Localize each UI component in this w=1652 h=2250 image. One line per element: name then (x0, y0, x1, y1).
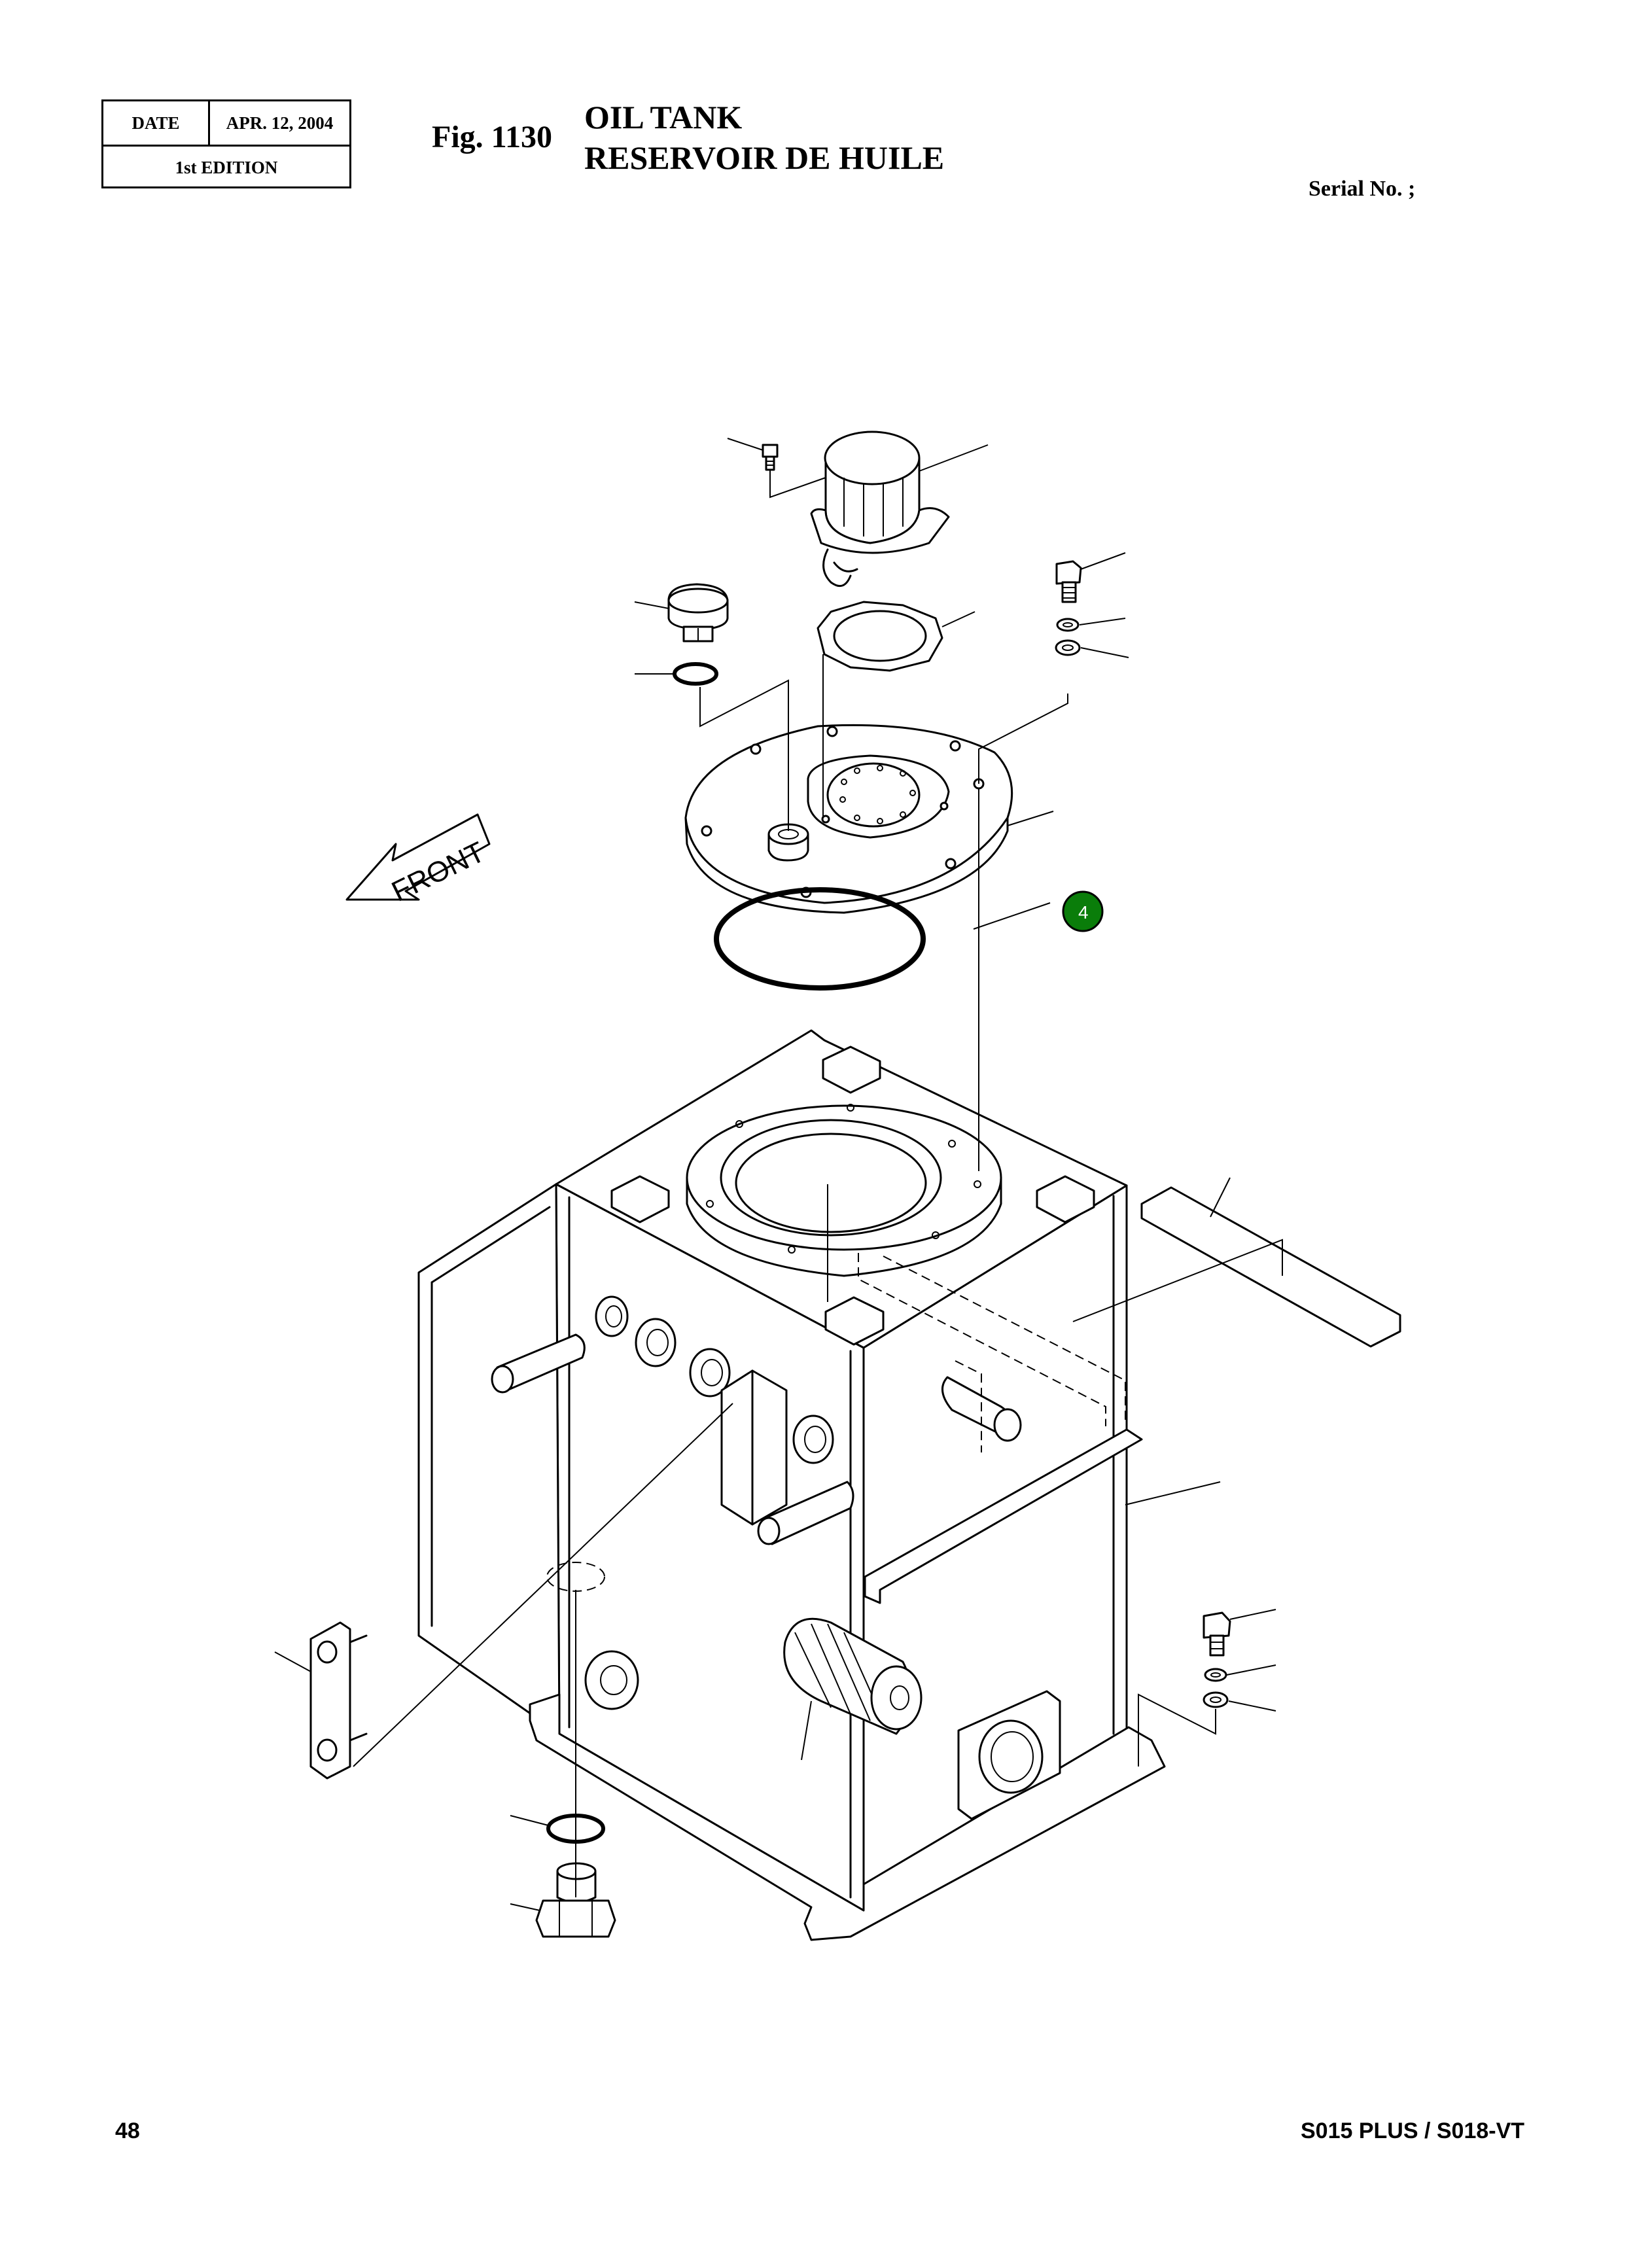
base-lock-washer (1204, 1668, 1227, 1682)
figure-number: Fig. 1130 (432, 120, 553, 154)
cap-screw (762, 444, 779, 471)
cap-gasket (817, 601, 943, 672)
filler-oring (673, 662, 718, 686)
breather-cap (810, 431, 950, 588)
baffle-strip (1140, 1186, 1401, 1348)
serial-number-label: Serial No. ; (1309, 177, 1416, 201)
port-bosses (584, 1295, 834, 1710)
gauge-bracket (720, 1369, 788, 1526)
page-number: 48 (115, 2118, 140, 2143)
leader-lines (274, 438, 1283, 1911)
title-english: OIL TANK (584, 99, 743, 135)
drain-plug (535, 1862, 616, 1938)
flange-oring (714, 887, 926, 991)
model-name: S015 PLUS / S018-VT (1301, 2118, 1525, 2143)
suction-strainer (783, 1617, 923, 1735)
mounting-pads (610, 1046, 1095, 1346)
flat-washer (1055, 639, 1081, 656)
date-edition-box: DATE APR. 12, 2004 1st EDITION (101, 99, 351, 188)
side-bracket (864, 1428, 1143, 1604)
date-label: DATE (103, 101, 210, 145)
base-bolt (1203, 1611, 1231, 1657)
tank-opening (686, 1104, 1002, 1277)
sight-gauge (309, 1621, 368, 1780)
pipe-stubs (491, 1333, 1022, 1545)
filler-plug (667, 583, 729, 642)
date-value: APR. 12, 2004 (226, 113, 334, 133)
edition-label: 1st EDITION (175, 157, 278, 177)
internal-return-pipe (858, 1253, 1126, 1452)
callout-4: 4 (1062, 890, 1104, 932)
date-row: DATE APR. 12, 2004 (103, 101, 349, 147)
title-french: RESERVOIR DE HUILE (584, 139, 945, 176)
base-flat-washer (1203, 1691, 1229, 1708)
suction-cover-flange (684, 724, 1013, 914)
cover-bolt (1055, 560, 1082, 603)
lock-washer (1056, 618, 1080, 632)
front-arrow: FRONT (345, 813, 491, 908)
callout-number: 4 (1078, 902, 1089, 923)
return-port-flange (957, 1690, 1061, 1820)
